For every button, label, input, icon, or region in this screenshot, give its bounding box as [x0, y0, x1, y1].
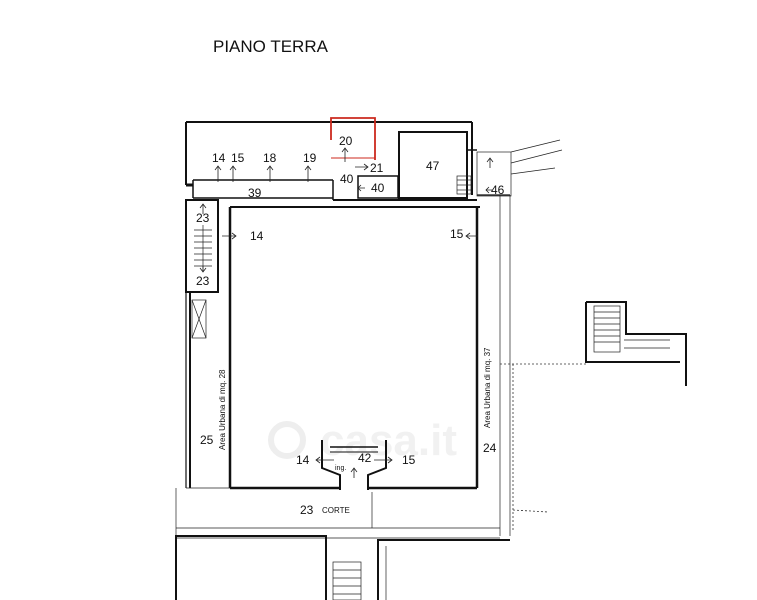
watermark-text: casa.it — [320, 416, 457, 465]
label-room-40-a: 40 — [340, 172, 354, 186]
label-room-15-top: 15 — [231, 151, 245, 165]
building-walls — [175, 121, 511, 600]
label-room-21: 21 — [370, 161, 384, 175]
label-room-18: 18 — [263, 151, 277, 165]
room-labels: 20 21 47 14 15 18 19 40 40 39 46 23 14 1… — [196, 134, 505, 517]
entrance — [321, 440, 387, 490]
door-arrows — [199, 147, 494, 478]
label-room-23-c: 23 — [300, 503, 314, 517]
highlight-room-20 — [330, 117, 376, 160]
area-label-right: Area Urbana di mq. 37 — [483, 347, 492, 428]
label-corte: CORTE — [322, 506, 350, 515]
external-stair — [585, 301, 687, 386]
label-ingresso: ing. — [335, 465, 346, 472]
area-label-left: Area Urbana di mq. 28 — [218, 369, 227, 450]
courtyard — [175, 492, 510, 600]
label-room-42: 42 — [358, 451, 372, 465]
label-room-15-bottom: 15 — [402, 453, 416, 467]
label-room-40-b: 40 — [371, 181, 385, 195]
label-room-39: 39 — [248, 186, 262, 200]
label-room-24: 24 — [483, 441, 497, 455]
label-room-25: 25 — [200, 433, 214, 447]
stairs-right — [456, 139, 563, 197]
label-room-14-top: 14 — [212, 151, 226, 165]
area-boundaries — [500, 363, 586, 532]
page-title: PIANO TERRA — [213, 37, 329, 56]
label-room-47: 47 — [426, 159, 440, 173]
label-room-14-left: 14 — [250, 229, 264, 243]
label-room-23-b: 23 — [196, 274, 210, 288]
label-room-14-bottom: 14 — [296, 453, 310, 467]
label-room-46: 46 — [491, 183, 505, 197]
label-room-15-right: 15 — [450, 227, 464, 241]
label-room-23-a: 23 — [196, 211, 210, 225]
label-room-19: 19 — [303, 151, 317, 165]
watermark: casa.it — [268, 416, 457, 465]
label-room-20: 20 — [339, 134, 353, 148]
